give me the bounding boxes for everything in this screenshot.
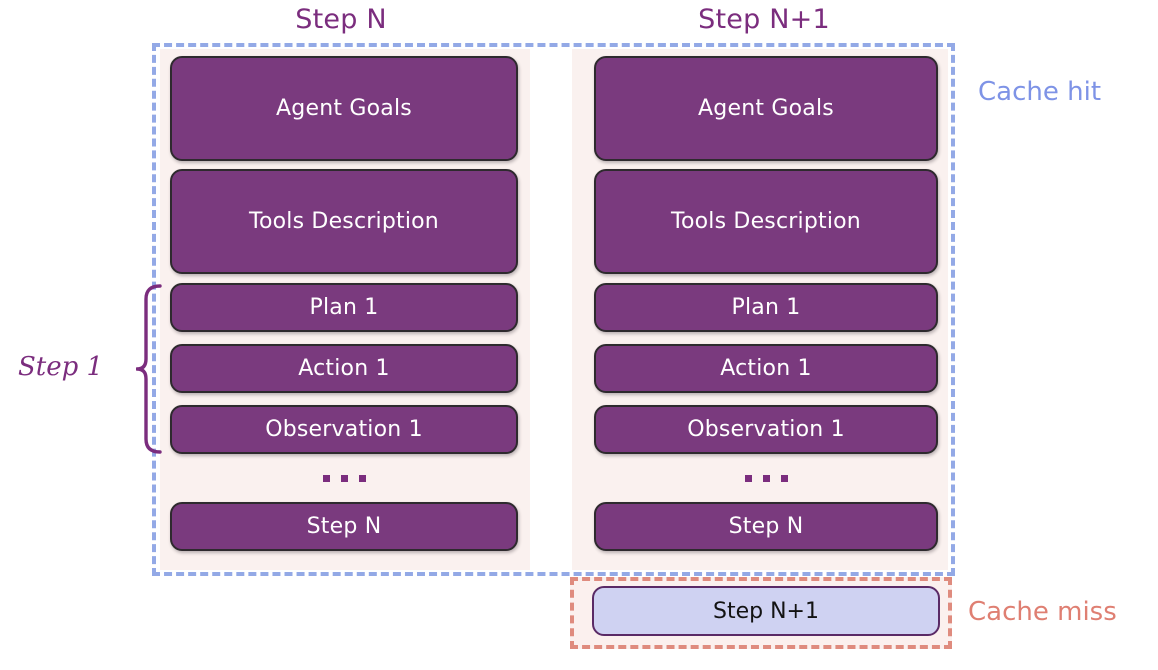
context-box-tools-description-left: Tools Description xyxy=(170,169,518,274)
cache-miss-label: Cache miss xyxy=(968,597,1117,627)
ellipsis-right xyxy=(594,463,938,493)
column-header-step-n: Step N xyxy=(295,4,387,35)
ellipsis-dot xyxy=(780,474,788,482)
context-box-action-1-right: Action 1 xyxy=(594,344,938,393)
ellipsis-dot xyxy=(340,474,348,482)
column-header-step-n-plus-1: Step N+1 xyxy=(698,4,830,35)
context-box-plan-1-left: Plan 1 xyxy=(170,283,518,332)
ellipsis-dot xyxy=(762,474,770,482)
context-box-tools-description-right: Tools Description xyxy=(594,169,938,274)
ellipsis-left xyxy=(170,463,518,493)
step-bracket-label: Step 1 xyxy=(18,352,104,382)
cache-hit-label: Cache hit xyxy=(978,77,1102,107)
ellipsis-dot xyxy=(322,474,330,482)
cache-hit-region xyxy=(152,43,955,576)
ellipsis-dot xyxy=(358,474,366,482)
context-box-agent-goals-left: Agent Goals xyxy=(170,56,518,161)
context-box-action-1-left: Action 1 xyxy=(170,344,518,393)
ellipsis-dot xyxy=(744,474,752,482)
context-box-observation-1-right: Observation 1 xyxy=(594,405,938,454)
context-box-step-n-left: Step N xyxy=(170,502,518,551)
context-box-agent-goals-right: Agent Goals xyxy=(594,56,938,161)
context-box-step-n-plus-1: Step N+1 xyxy=(592,586,940,636)
context-box-observation-1-left: Observation 1 xyxy=(170,405,518,454)
context-box-step-n-right: Step N xyxy=(594,502,938,551)
context-box-plan-1-right: Plan 1 xyxy=(594,283,938,332)
curly-brace-icon xyxy=(136,284,162,454)
